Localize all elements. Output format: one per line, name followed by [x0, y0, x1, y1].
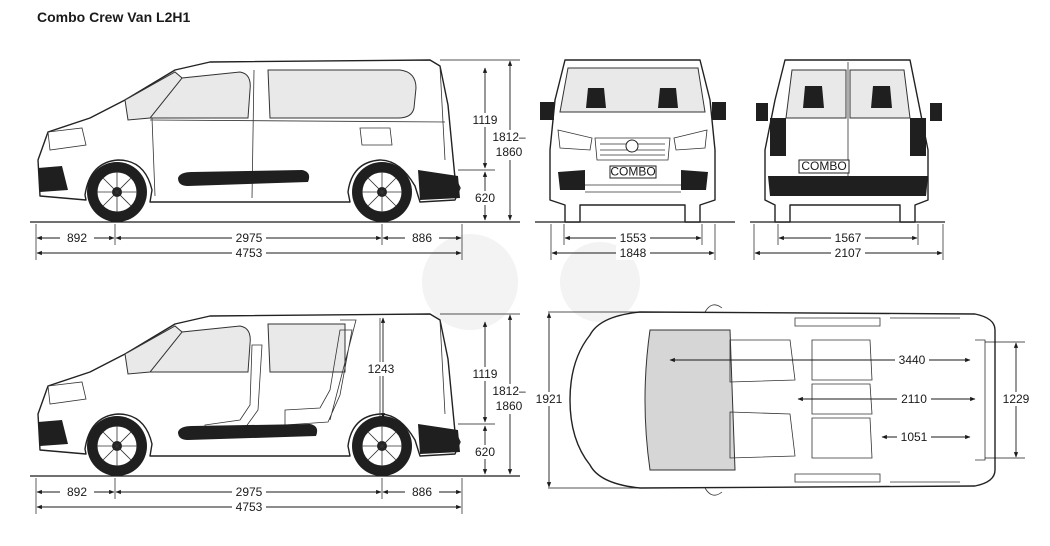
dim-cargo-height: 1243 [368, 362, 395, 376]
seat-row-rear [811, 339, 873, 459]
headlights [557, 129, 708, 151]
rear-plate-text: COMBO [801, 159, 846, 173]
mirror-swing [704, 304, 723, 496]
front-plate [609, 165, 657, 179]
rear-view: COMBO 1567 2107 [750, 59, 945, 260]
rear-seats [803, 86, 892, 108]
dim-rear-track: 1567 [835, 231, 862, 245]
right-mirror [712, 102, 726, 120]
front-bumper [38, 166, 68, 192]
dim-body-height: 1119 [473, 113, 498, 127]
top-view: 1921 3440 2110 1051 1229 [536, 304, 1032, 496]
dim-rear-width: 2107 [835, 246, 862, 260]
dim-front-overhang-b: 892 [67, 485, 87, 499]
front-view: COMBO 1553 1848 [535, 59, 735, 260]
dim-rear-overhang: 886 [412, 231, 432, 245]
dim-cargo-width: 1229 [1003, 392, 1030, 406]
dim-top-width: 1921 [536, 392, 563, 406]
rear-left-mirror [756, 103, 768, 121]
dim-front-overhang: 892 [67, 231, 87, 245]
tail-lights [770, 118, 926, 156]
door-lines [149, 65, 446, 199]
dim-wheelbase: 2975 [236, 231, 263, 245]
dim-overall-height-1: 1812– [492, 130, 526, 144]
dim-overall-length: 4753 [236, 246, 263, 260]
left-mirror [540, 102, 554, 120]
side-trim [178, 170, 310, 186]
front-window-cutaway [148, 325, 251, 373]
dim-top-length-3: 1051 [901, 430, 928, 444]
rear-wheel-bottom [352, 416, 412, 476]
dim-overall-height-2: 1860 [496, 145, 523, 159]
seat-row-front [729, 339, 796, 459]
side-view-top: 892 2975 886 4753 1119 620 1812– 1860 [30, 59, 526, 260]
rear-bumper-cutaway [418, 424, 460, 454]
fog-lights [558, 170, 708, 190]
dim-ground-height-b: 620 [475, 445, 495, 459]
seats-cutaway [204, 318, 381, 433]
windshield [124, 71, 183, 121]
page-title: Combo Crew Van L2H1 [37, 9, 191, 25]
brand-logo [625, 139, 639, 153]
dim-top-length-2: 2110 [901, 392, 927, 406]
windshield-cutaway [124, 325, 183, 375]
rear-bumper-back [768, 176, 928, 196]
dim-rear-overhang-b: 886 [412, 485, 432, 499]
rear-plate [798, 159, 850, 174]
front-wheel [87, 162, 147, 222]
side-window [267, 69, 417, 119]
watermark [422, 234, 640, 330]
headlight [47, 127, 87, 151]
dim-overall-length-b: 4753 [236, 500, 263, 514]
front-windshield [559, 67, 706, 113]
side-view-bottom: 1243 892 2975 886 4753 1119 620 1812– 18… [30, 313, 526, 514]
dim-wheelbase-b: 2975 [236, 485, 263, 499]
side-window-cutaway [267, 323, 346, 373]
rear-bumper [418, 170, 460, 200]
front-wheel-bottom [87, 416, 147, 476]
dim-top-length-1: 3440 [899, 353, 926, 367]
dim-overall-height-b1: 1812– [492, 384, 526, 398]
front-seats [586, 88, 678, 108]
rear-wheel [352, 162, 412, 222]
dim-overall-height-b2: 1860 [496, 399, 523, 413]
dim-front-width: 1848 [620, 246, 647, 260]
rear-right-mirror [930, 103, 942, 121]
dim-front-track: 1553 [620, 231, 647, 245]
top-body [569, 311, 996, 489]
front-bumper-cutaway [38, 420, 68, 446]
floor-trim-cutaway [178, 424, 318, 440]
front-plate-text: COMBO [610, 165, 655, 179]
front-window [148, 71, 251, 119]
dim-body-height-b: 1119 [473, 367, 498, 381]
dim-ground-height: 620 [475, 191, 495, 205]
cargo-floor [644, 329, 736, 471]
